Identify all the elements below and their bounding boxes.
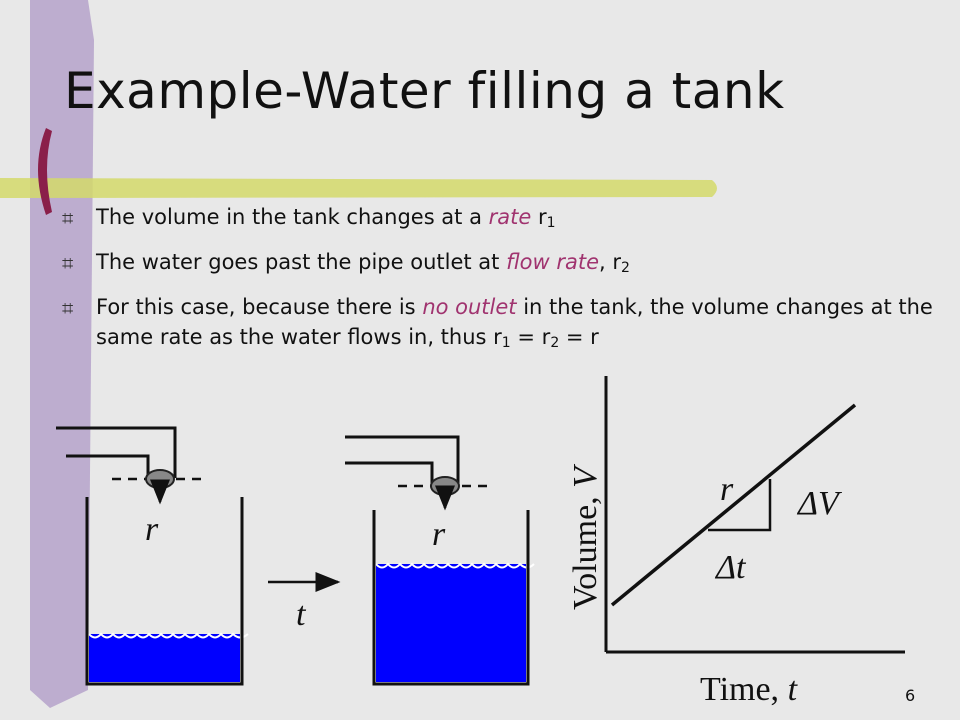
water-surface-1	[88, 632, 249, 639]
pipe-2	[345, 435, 460, 483]
bullet-rate: ⌗ The volume in the tank changes at a ra…	[62, 202, 942, 238]
y-axis-label-var: V	[567, 463, 604, 488]
tank-2-walls	[372, 510, 530, 686]
bullet-text-end: = r	[559, 325, 599, 349]
delta-v-label: ΔV	[796, 485, 843, 522]
pipe-1	[56, 426, 177, 478]
water-surface-2	[375, 562, 535, 569]
bullet-text-after: r	[531, 205, 547, 229]
flow-label-2: r	[432, 516, 446, 553]
flow-label-1: r	[145, 511, 159, 548]
y-axis-label: Volume, V	[567, 463, 604, 610]
slide-title: Example-Water filling a tank	[64, 62, 785, 120]
tank-1: r	[56, 426, 249, 686]
page-number: 6	[905, 686, 916, 705]
volume-line	[610, 403, 857, 607]
bullet-text: The water goes past the pipe outlet at	[96, 250, 507, 274]
tank-2: r	[345, 435, 535, 686]
bullet-text-mid: = r	[510, 325, 551, 349]
bullet-list: ⌗ The volume in the tank changes at a ra…	[62, 202, 942, 367]
delta-t-label: Δt	[714, 549, 747, 586]
bullet-mark-icon: ⌗	[62, 251, 74, 275]
slope-label: r	[720, 471, 734, 508]
y-axis-label-text: Volume,	[567, 488, 604, 610]
bullet-text: For this case, because there is	[96, 295, 423, 319]
bullet-subscript: 1	[501, 335, 511, 351]
water-1	[89, 634, 240, 682]
bullet-flow-rate: ⌗ The water goes past the pipe outlet at…	[62, 247, 942, 283]
maroon-bracket	[38, 128, 52, 215]
bullet-emphasis: no outlet	[422, 295, 517, 319]
bullet-emphasis: rate	[488, 205, 532, 229]
tank-1-walls	[85, 497, 244, 686]
slope-triangle	[708, 479, 772, 532]
x-axis-label: Time, t	[700, 671, 799, 708]
pipe-1-inner	[66, 454, 150, 478]
bullet-no-outlet: ⌗ For this case, because there is no out…	[62, 292, 942, 358]
bullet-text-after: , r	[599, 250, 621, 274]
bullet-emphasis: flow rate	[506, 250, 599, 274]
x-axis-label-var: t	[788, 671, 799, 708]
bullet-mark-icon: ⌗	[62, 206, 74, 230]
pipe-2-inner	[345, 461, 434, 483]
bullet-text: The volume in the tank changes at a	[96, 205, 489, 229]
bullet-subscript: 2	[550, 335, 560, 351]
time-arrow-label: t	[296, 596, 307, 633]
bullet-subscript: 2	[620, 260, 630, 276]
volume-time-graph: r ΔV Δt Volume, V Time, t	[567, 376, 905, 708]
x-axis-label-text: Time,	[700, 671, 788, 708]
bullet-mark-icon: ⌗	[62, 296, 74, 320]
green-bar	[0, 178, 717, 198]
bullet-subscript: 1	[546, 215, 556, 231]
bullet-text-after: in the tank, the volume changes at the s…	[96, 295, 933, 349]
water-2	[376, 564, 526, 682]
